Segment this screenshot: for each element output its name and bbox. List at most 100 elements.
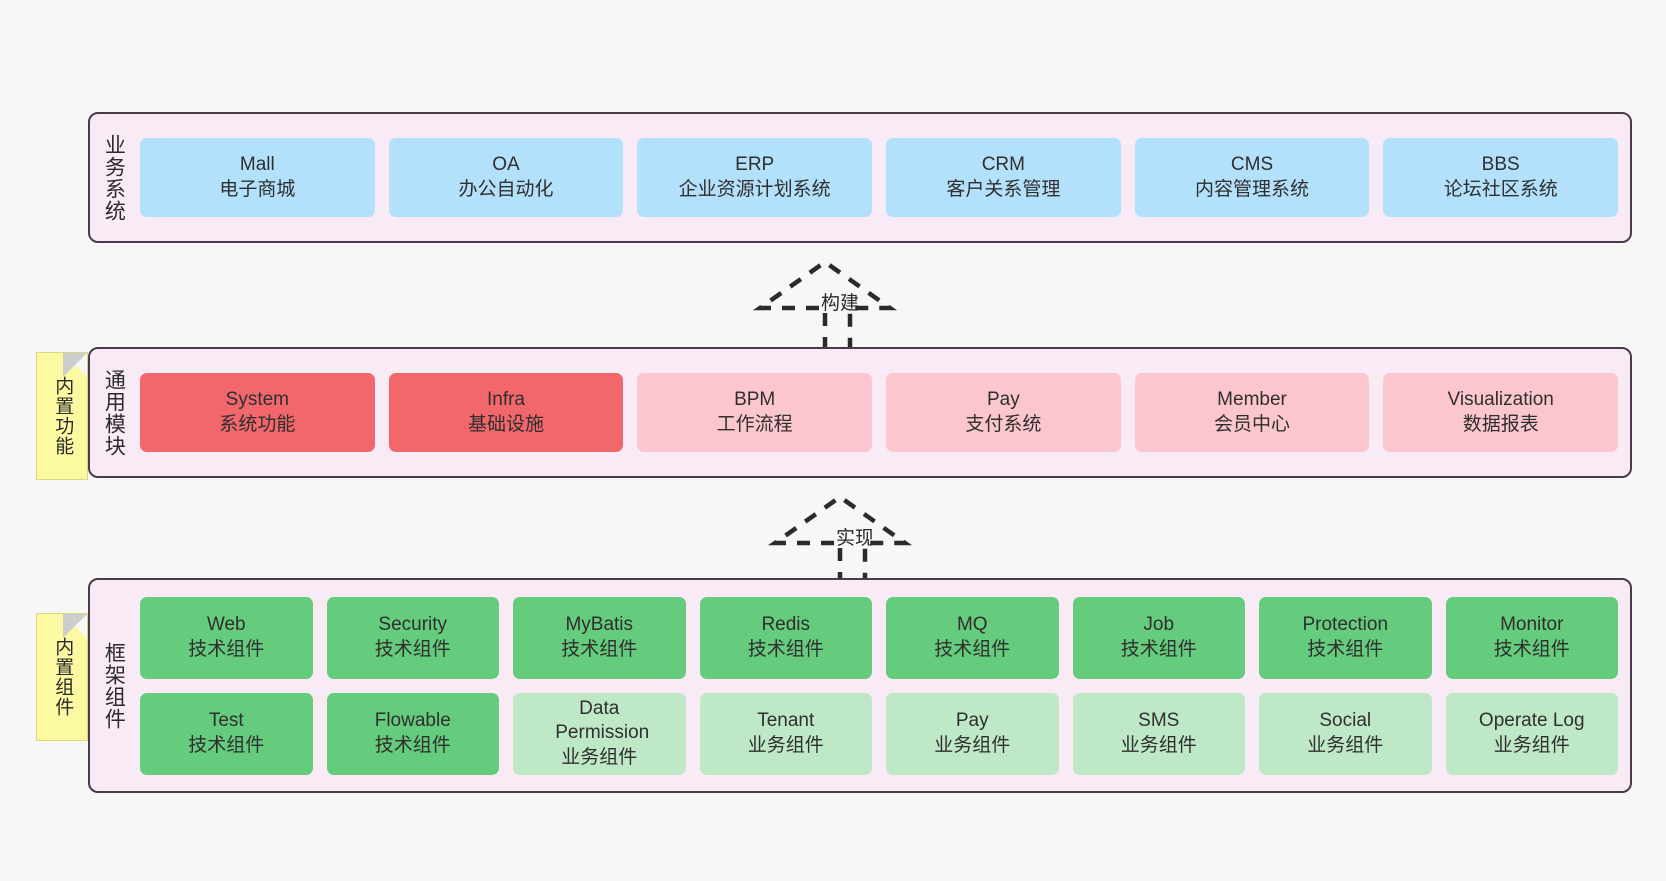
node-sub: 企业资源计划系统 xyxy=(678,178,831,200)
node-name: MyBatis xyxy=(565,614,634,636)
node-sub: 业务组件 xyxy=(1307,734,1384,756)
node-security[interactable]: Security 技术组件 xyxy=(326,596,499,679)
node-name: Visualization xyxy=(1447,389,1554,411)
node-name: Tenant xyxy=(757,710,815,732)
node-name: SMS xyxy=(1138,710,1180,732)
node-web[interactable]: Web 技术组件 xyxy=(140,596,313,679)
node-name: Pay xyxy=(986,389,1020,411)
framework-row-business: Test 技术组件 Flowable 技术组件 Data Permission … xyxy=(140,692,1618,775)
node-mybatis[interactable]: MyBatis 技术组件 xyxy=(513,596,686,679)
node-sub: 业务组件 xyxy=(934,734,1011,756)
node-name: Pay xyxy=(955,710,989,732)
node-name: Member xyxy=(1217,389,1287,411)
layer-title-framework-components: 框架组件 xyxy=(102,641,126,730)
node-flowable[interactable]: Flowable 技术组件 xyxy=(326,692,499,775)
node-sub: 电子商城 xyxy=(219,178,296,200)
note-text: 内置功能 xyxy=(52,376,74,456)
node-name: BBS xyxy=(1481,154,1520,176)
node-data-permission[interactable]: Data Permission 业务组件 xyxy=(513,692,686,775)
node-system[interactable]: System 系统功能 xyxy=(140,373,375,452)
node-sub: 基础设施 xyxy=(468,413,545,435)
node-sub: 技术组件 xyxy=(747,638,824,660)
note-text: 内置组件 xyxy=(52,637,74,717)
node-name: Web xyxy=(206,614,246,636)
layer-title-common-modules: 通用模块 xyxy=(102,368,126,457)
node-erp[interactable]: ERP 企业资源计划系统 xyxy=(637,138,873,217)
layer-cells-common-modules: System 系统功能 Infra 基础设施 BPM 工作流程 Pay 支付系统… xyxy=(136,349,1630,476)
node-name: BPM xyxy=(734,389,776,411)
layer-common-modules: 通用模块 System 系统功能 Infra 基础设施 BPM 工作流程 Pay… xyxy=(88,347,1632,478)
note-builtin-features: 内置功能 xyxy=(36,352,88,480)
connector-build: 构建 xyxy=(752,258,955,350)
note-builtin-components: 内置组件 xyxy=(36,613,88,741)
node-name: Operate Log xyxy=(1478,710,1585,732)
node-sub: 技术组件 xyxy=(934,638,1011,660)
node-name: Job xyxy=(1143,614,1175,636)
node-cms[interactable]: CMS 内容管理系统 xyxy=(1134,138,1370,217)
layer-cells-framework-components: Web 技术组件 Security 技术组件 MyBatis 技术组件 Redi… xyxy=(136,580,1630,791)
node-name: MQ xyxy=(956,614,988,636)
node-crm[interactable]: CRM 客户关系管理 xyxy=(886,138,1121,217)
node-protection[interactable]: Protection 技术组件 xyxy=(1259,596,1432,679)
node-redis[interactable]: Redis 技术组件 xyxy=(699,596,872,679)
node-pay-business[interactable]: Pay 业务组件 xyxy=(886,692,1059,775)
node-name: Monitor xyxy=(1500,614,1564,636)
layer-cells-business-systems: Mall 电子商城 OA 办公自动化 ERP 企业资源计划系统 CRM 客户关系… xyxy=(136,114,1630,241)
node-name: Flowable xyxy=(374,710,451,732)
node-sub: 技术组件 xyxy=(188,734,265,756)
node-name: Infra xyxy=(486,389,526,411)
node-test[interactable]: Test 技术组件 xyxy=(140,692,313,775)
node-sub: 办公自动化 xyxy=(458,178,554,200)
node-tenant[interactable]: Tenant 业务组件 xyxy=(699,692,872,775)
node-mq[interactable]: MQ 技术组件 xyxy=(886,596,1059,679)
node-bbs[interactable]: BBS 论坛社区系统 xyxy=(1383,138,1619,217)
node-name: ERP xyxy=(735,154,775,176)
node-name: Redis xyxy=(761,614,811,636)
node-name: OA xyxy=(492,154,520,176)
node-name: System xyxy=(225,389,290,411)
node-name: CRM xyxy=(981,154,1025,176)
node-monitor[interactable]: Monitor 技术组件 xyxy=(1445,596,1618,679)
node-sub: 业务组件 xyxy=(747,734,824,756)
framework-row-technical: Web 技术组件 Security 技术组件 MyBatis 技术组件 Redi… xyxy=(140,596,1618,679)
node-sub: 会员中心 xyxy=(1214,413,1291,435)
node-visualization[interactable]: Visualization 数据报表 xyxy=(1383,373,1619,452)
node-name: CMS xyxy=(1230,154,1274,176)
node-mall[interactable]: Mall 电子商城 xyxy=(140,138,375,217)
node-sub: 支付系统 xyxy=(965,413,1042,435)
connector-label-implement: 实现 xyxy=(836,528,875,549)
node-member[interactable]: Member 会员中心 xyxy=(1134,373,1370,452)
node-pay[interactable]: Pay 支付系统 xyxy=(886,373,1121,452)
node-bpm[interactable]: BPM 工作流程 xyxy=(637,373,873,452)
node-sub: 技术组件 xyxy=(1307,638,1384,660)
node-sub: 业务组件 xyxy=(1120,734,1197,756)
node-name: Data Permission xyxy=(555,698,650,744)
node-sub: 技术组件 xyxy=(1493,638,1570,660)
node-sub: 业务组件 xyxy=(561,746,638,768)
node-sub: 技术组件 xyxy=(374,734,451,756)
node-sub: 技术组件 xyxy=(188,638,265,660)
node-oa[interactable]: OA 办公自动化 xyxy=(388,138,624,217)
connector-label-build: 构建 xyxy=(821,293,860,314)
node-job[interactable]: Job 技术组件 xyxy=(1072,596,1245,679)
node-sub: 技术组件 xyxy=(561,638,638,660)
node-name: Test xyxy=(208,710,244,732)
node-name: Security xyxy=(378,614,448,636)
layer-title-business-systems: 业务系统 xyxy=(102,133,126,222)
node-social[interactable]: Social 业务组件 xyxy=(1259,692,1432,775)
node-sub: 技术组件 xyxy=(1120,638,1197,660)
node-sub: 系统功能 xyxy=(219,413,296,435)
connector-implement: 实现 xyxy=(767,493,970,585)
node-sub: 工作流程 xyxy=(716,413,793,435)
node-sub: 客户关系管理 xyxy=(946,178,1061,200)
node-operate-log[interactable]: Operate Log 业务组件 xyxy=(1445,692,1618,775)
node-infra[interactable]: Infra 基础设施 xyxy=(388,373,624,452)
layer-business-systems: 业务系统 Mall 电子商城 OA 办公自动化 ERP 企业资源计划系统 CRM… xyxy=(88,112,1632,243)
node-sub: 论坛社区系统 xyxy=(1443,178,1558,200)
node-name: Protection xyxy=(1302,614,1389,636)
node-sub: 内容管理系统 xyxy=(1195,178,1310,200)
node-name: Social xyxy=(1319,710,1372,732)
node-name: Mall xyxy=(239,154,275,176)
node-sms[interactable]: SMS 业务组件 xyxy=(1072,692,1245,775)
